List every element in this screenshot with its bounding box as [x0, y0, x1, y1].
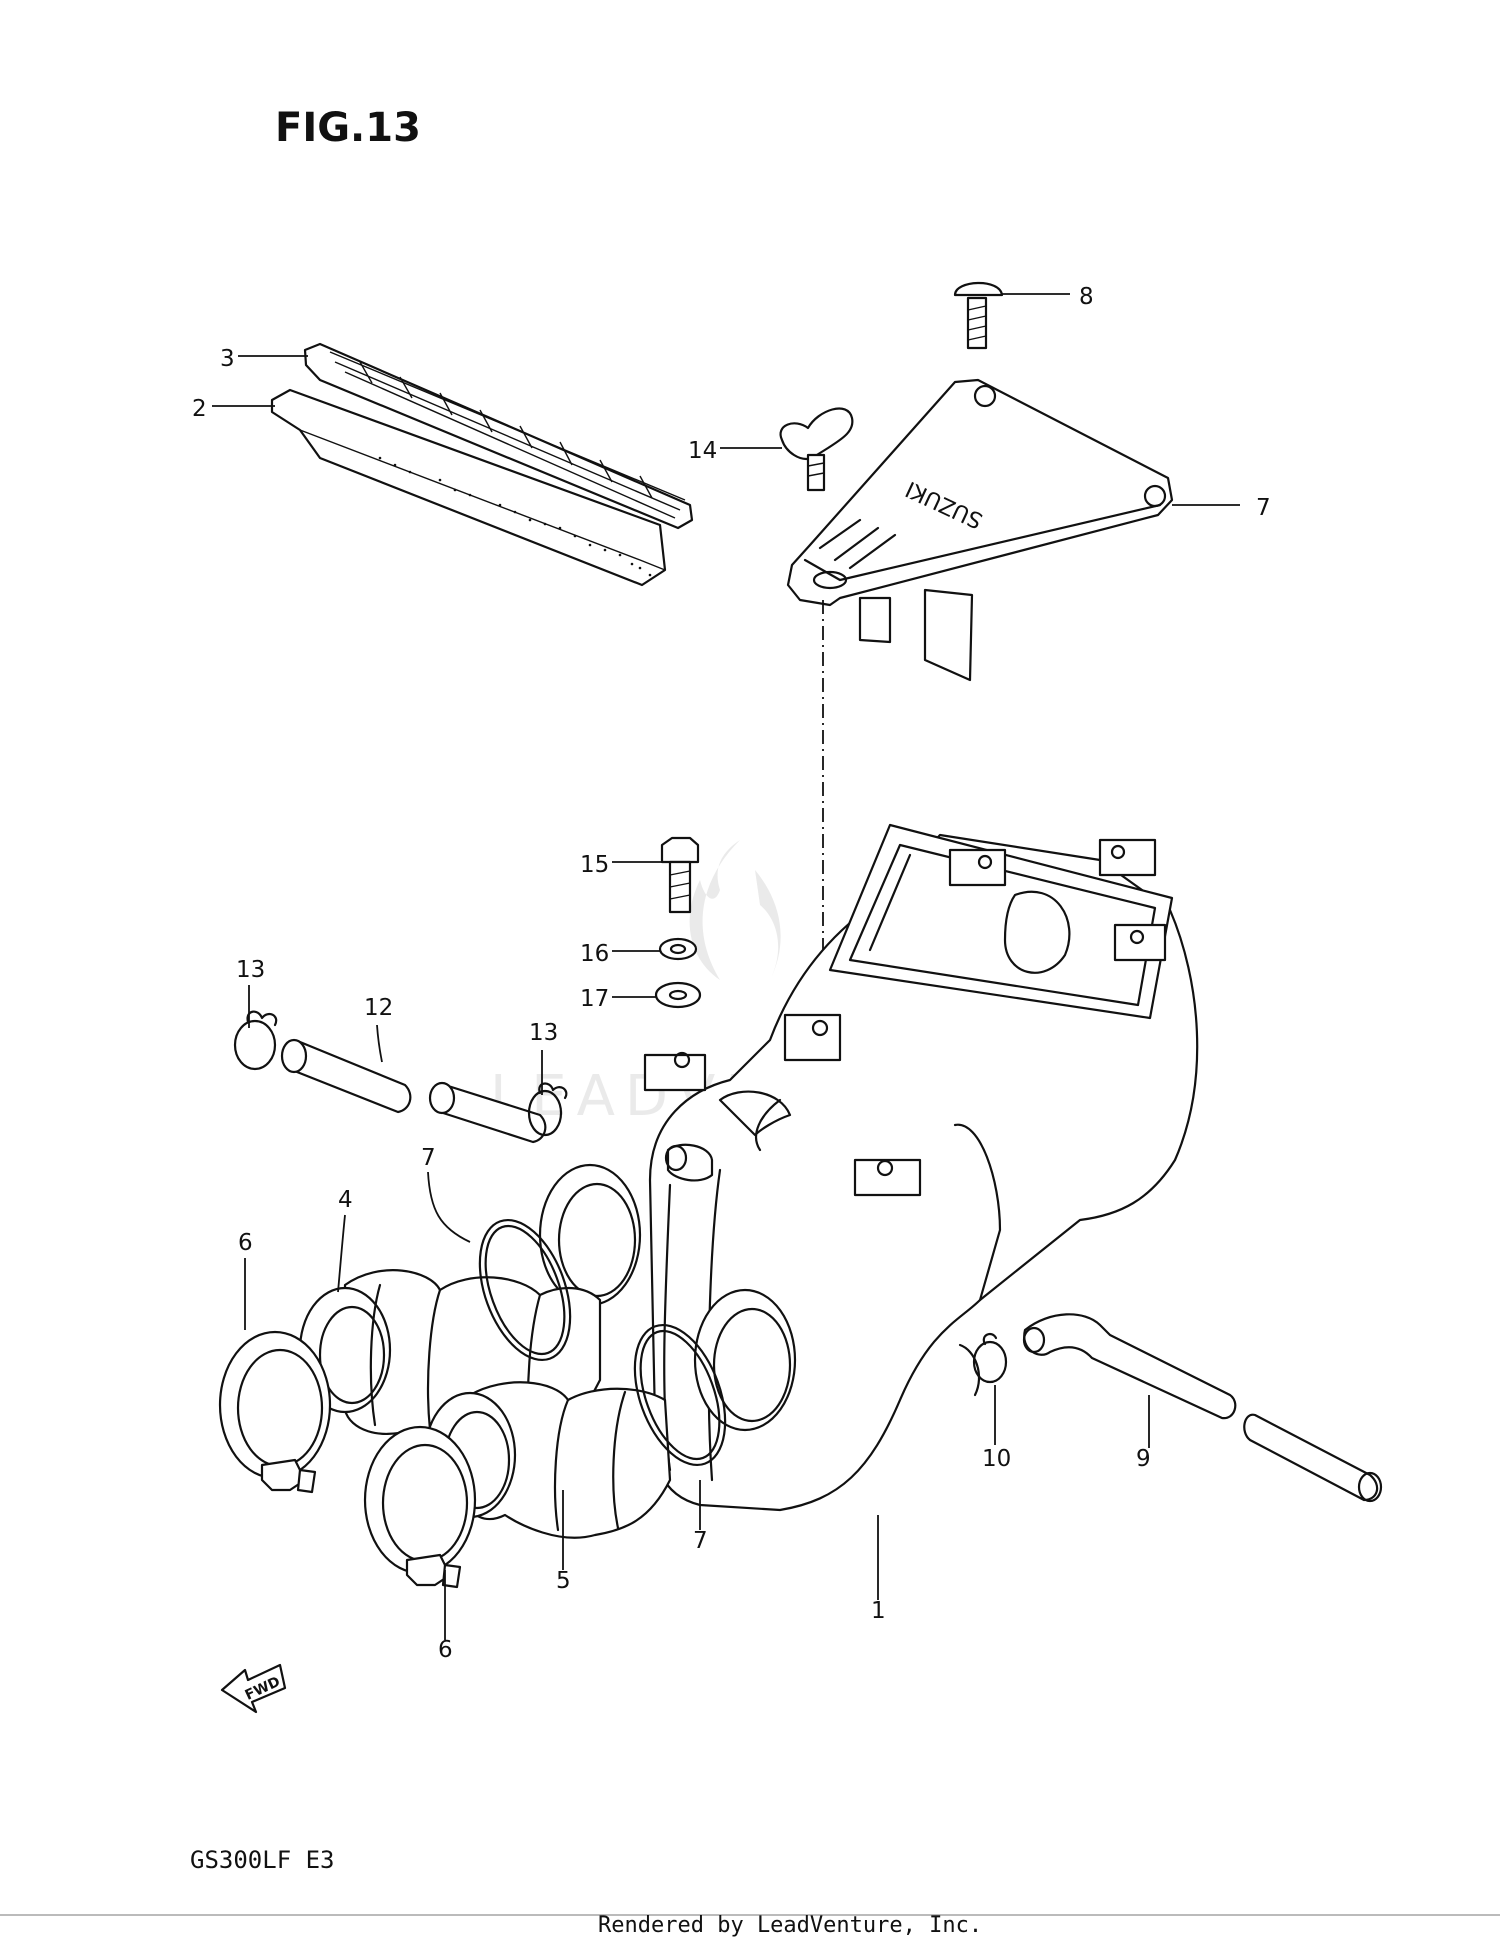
o-ring-lower: [633, 1323, 727, 1467]
callout-11: 10: [982, 1446, 1011, 1472]
flat-washer: [654, 981, 702, 1009]
callout-16: 16: [580, 941, 609, 967]
leader-lines: [212, 293, 1240, 1640]
lock-washer: [658, 937, 698, 961]
callout-8: 7: [1256, 495, 1271, 521]
air-cleaner-box: [538, 823, 1199, 1512]
filter-element: [270, 388, 667, 587]
callout-13-right: 13: [529, 1020, 558, 1046]
callout-6-upper: 6: [238, 1230, 253, 1256]
cover-screw: [953, 281, 1004, 350]
callout-7-lower: 7: [693, 1528, 708, 1554]
breather-hose: [280, 1038, 412, 1114]
wing-nut: [779, 407, 854, 492]
o-ring-upper: [478, 1218, 572, 1362]
callout-10: 9: [1136, 1446, 1151, 1472]
callout-15: 15: [580, 852, 609, 878]
drain-clip: [972, 1332, 1008, 1384]
figure-title: FIG.13: [275, 105, 421, 151]
callout-9: 8: [1079, 284, 1094, 310]
filter-grid: [303, 342, 694, 530]
callout-3: 3: [220, 346, 235, 372]
callout-5: 5: [556, 1568, 571, 1594]
clamp-upper: [218, 1330, 332, 1494]
callout-14: 14: [688, 438, 717, 464]
footer-credit: Rendered by LeadVenture, Inc.: [598, 1913, 982, 1938]
callout-2: 2: [192, 396, 207, 422]
clamp-lower: [363, 1425, 477, 1589]
drain-hose: [1022, 1313, 1383, 1503]
hose-segment: [428, 1081, 547, 1144]
callout-17: 17: [580, 986, 609, 1012]
callout-7-upper: 7: [421, 1145, 436, 1171]
hose-clip-right: [527, 1082, 568, 1137]
callout-4: 4: [338, 1187, 353, 1213]
callout-6-lower: 6: [438, 1637, 453, 1663]
callout-12: 12: [364, 995, 393, 1021]
model-code: GS300LF E3: [190, 1846, 335, 1874]
air-cleaner-cover: SUZUKI: [786, 378, 1174, 682]
callout-13-left: 13: [236, 957, 265, 983]
callout-labels: 3 2 8 7 14 15 16 17 13 12 13 7 4 6 5 7 6…: [192, 284, 1271, 1663]
callout-1: 1: [871, 1598, 886, 1624]
